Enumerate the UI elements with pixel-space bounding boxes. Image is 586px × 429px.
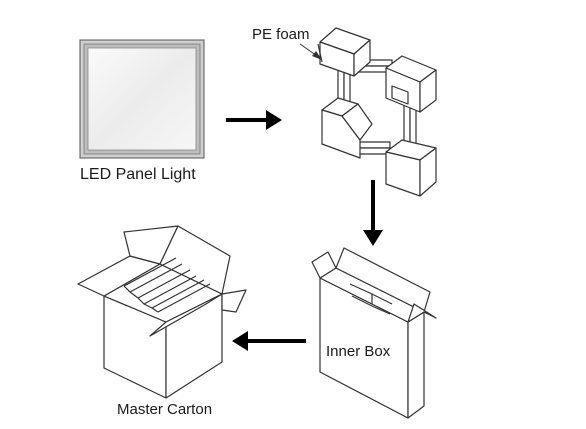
- master-carton-label: Master Carton: [117, 401, 213, 418]
- led-panel-light-label: LED Panel Light: [80, 166, 196, 183]
- master-carton-illustration: [77, 225, 247, 399]
- arrow-left: [232, 331, 306, 351]
- pe-foam-illustration: [317, 27, 437, 197]
- pe-foam-label: PE foam: [252, 26, 310, 43]
- pe-foam-pointer: [299, 43, 322, 60]
- inner-box-illustration: [311, 247, 437, 419]
- led-panel-light-illustration: [79, 39, 205, 159]
- inner-box-label: Inner Box: [324, 343, 393, 360]
- arrow-right-1: [226, 110, 282, 130]
- arrow-down: [363, 180, 383, 246]
